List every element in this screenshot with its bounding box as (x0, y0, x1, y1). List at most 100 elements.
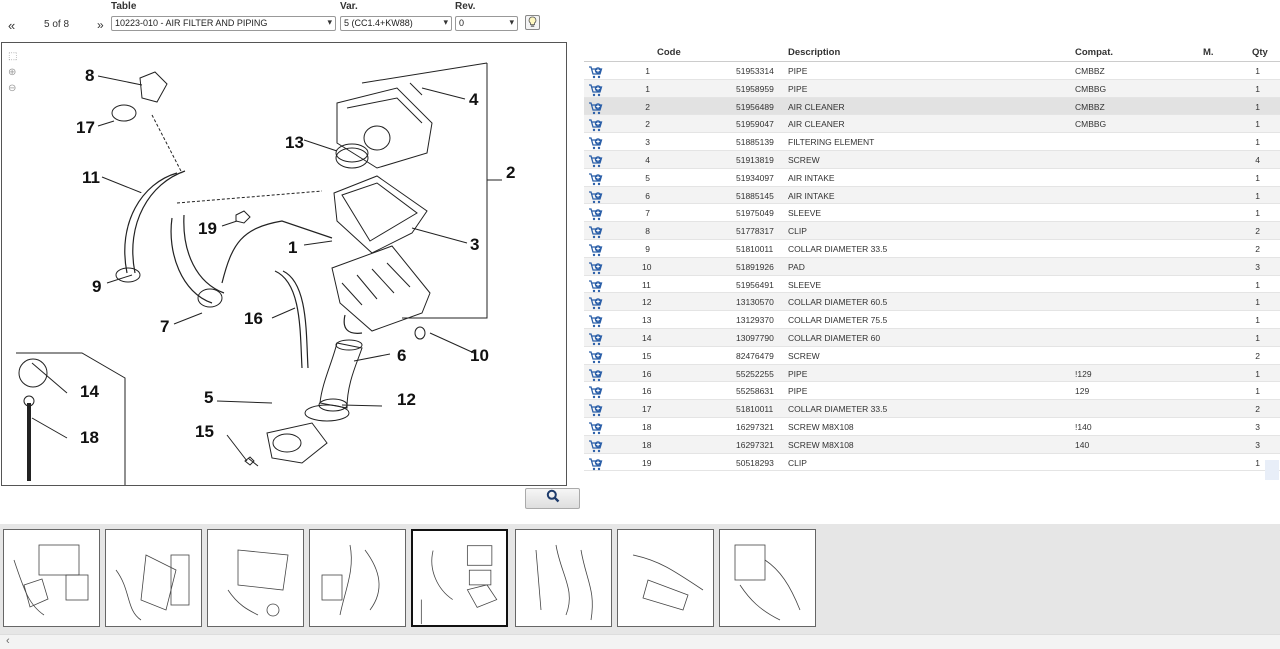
add-to-cart-icon[interactable] (588, 190, 603, 204)
callout-8[interactable]: 8 (85, 66, 94, 85)
exploded-diagram[interactable]: ⬚ ⊕ ⊖ (1, 42, 567, 486)
add-to-cart-icon[interactable] (588, 226, 603, 239)
thumbnail-7[interactable] (617, 529, 714, 627)
callout-4[interactable]: 4 (469, 90, 479, 109)
callout-10[interactable]: 10 (470, 346, 489, 365)
add-to-cart-icon[interactable] (588, 279, 603, 293)
thumbnail-1[interactable] (3, 529, 100, 627)
add-to-cart-icon[interactable] (588, 440, 603, 453)
part-description: AIR INTAKE (788, 172, 835, 183)
callout-7[interactable]: 7 (160, 317, 169, 336)
thumbnail-4[interactable] (309, 529, 406, 627)
add-to-cart-icon[interactable] (588, 101, 603, 115)
part-compat: CMBBG (1075, 119, 1107, 130)
add-to-cart-icon[interactable] (588, 119, 603, 132)
add-to-cart-icon[interactable] (588, 155, 603, 168)
zoom-in-icon[interactable]: ⊕ (8, 67, 17, 78)
part-code: 16297321 (736, 421, 774, 432)
rev-select[interactable]: 0 ▾ (455, 16, 518, 31)
var-select-value: 5 (CC1.4+KW88) (344, 18, 413, 28)
thumbnail-5-current[interactable] (411, 529, 508, 627)
thumbnail-6[interactable] (515, 529, 612, 627)
callout-12[interactable]: 12 (397, 390, 416, 409)
callout-17[interactable]: 17 (76, 118, 95, 137)
thumbnail-8[interactable] (719, 529, 816, 627)
add-to-cart-icon[interactable] (588, 297, 603, 310)
thumbnail-2[interactable] (105, 529, 202, 627)
add-to-cart-icon[interactable] (588, 315, 603, 328)
callout-19[interactable]: 19 (198, 219, 217, 238)
lightbulb-icon[interactable] (525, 15, 540, 30)
var-select[interactable]: 5 (CC1.4+KW88) ▾ (340, 16, 452, 31)
thumbnail-3[interactable] (207, 529, 304, 627)
add-to-cart-icon[interactable] (588, 422, 603, 435)
scroll-left-icon[interactable]: ‹ (6, 635, 10, 647)
part-description: SCREW (788, 350, 820, 361)
prev-table-button[interactable]: « (8, 18, 16, 33)
callout-2[interactable]: 2 (506, 163, 515, 182)
table-label: Table (111, 1, 137, 12)
callout-11[interactable]: 11 (82, 168, 100, 187)
zoom-out-icon[interactable]: ⊖ (8, 83, 17, 94)
callout-1[interactable]: 1 (288, 238, 297, 257)
ref-number: 14 (642, 332, 652, 343)
part-qty: 1 (1255, 315, 1260, 326)
add-to-cart-icon[interactable] (588, 386, 603, 399)
add-to-cart-icon[interactable] (588, 351, 603, 364)
callout-13[interactable]: 13 (285, 133, 304, 152)
part-description: SLEEVE (788, 279, 822, 290)
zoom-search-button[interactable] (525, 488, 580, 509)
next-table-button[interactable]: » (97, 18, 104, 32)
add-to-cart-icon[interactable] (588, 244, 603, 257)
add-to-cart-icon[interactable] (588, 208, 603, 221)
callout-5[interactable]: 5 (204, 388, 213, 407)
callout-6[interactable]: 6 (397, 346, 406, 365)
add-to-cart-icon[interactable] (588, 84, 603, 97)
add-to-cart-icon[interactable] (588, 262, 603, 275)
add-to-cart-icon[interactable] (588, 137, 603, 150)
add-to-cart-icon[interactable] (588, 66, 603, 79)
horizontal-scrollbar[interactable]: ‹ (0, 634, 1280, 649)
thumbnail-5-drawing (420, 545, 498, 625)
add-to-cart-icon[interactable] (588, 457, 603, 471)
callout-14[interactable]: 14 (80, 382, 99, 401)
add-to-cart-icon[interactable] (588, 404, 603, 417)
callout-16[interactable]: 16 (244, 309, 263, 328)
callout-15[interactable]: 15 (195, 422, 214, 441)
add-to-cart-icon[interactable] (588, 368, 603, 382)
callout-18[interactable]: 18 (80, 428, 99, 447)
table-select[interactable]: 10223-010 - AIR FILTER AND PIPING ▾ (111, 16, 336, 31)
add-to-cart-icon[interactable] (588, 333, 603, 346)
add-to-cart-icon[interactable] (588, 173, 603, 186)
col-header-compat: Compat. (1075, 47, 1113, 58)
part-code: 51956491 (736, 279, 774, 290)
select-tool-icon[interactable]: ⬚ (8, 51, 18, 62)
callout-3[interactable]: 3 (470, 235, 479, 254)
ref-number: 1 (645, 66, 650, 76)
scroll-handle[interactable] (1265, 460, 1279, 480)
callout-9[interactable]: 9 (92, 277, 101, 296)
